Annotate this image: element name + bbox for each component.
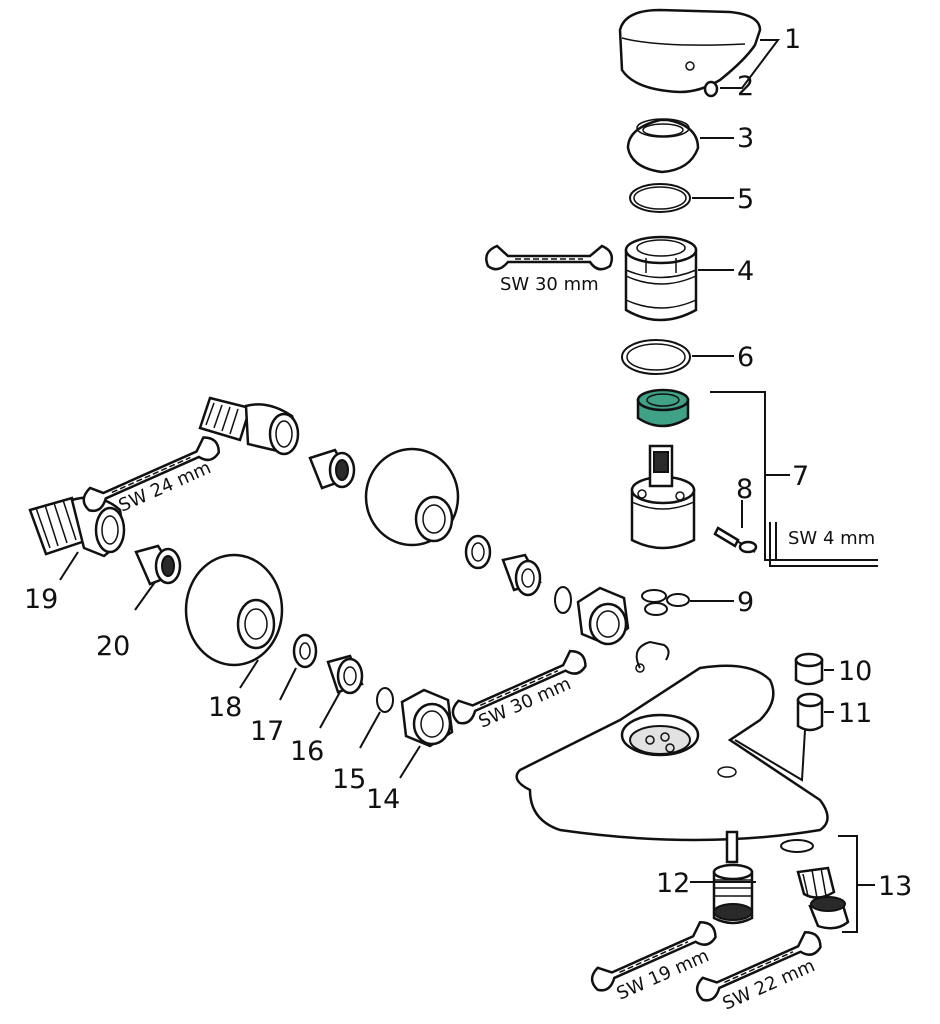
part-6-o-ring — [621, 339, 691, 375]
wrench-label-sw4: SW 4 mm — [788, 528, 875, 549]
part-16-valve — [326, 654, 364, 695]
callout-8: 8 — [736, 474, 753, 505]
part-8-screw — [713, 526, 758, 554]
part-15-o-ring — [376, 687, 394, 713]
callout-10: 10 — [838, 656, 872, 687]
part-3-cover-cap — [626, 118, 700, 174]
callout-3: 3 — [737, 123, 754, 154]
part-12-diverter-cartridge — [712, 830, 754, 925]
callout-5: 5 — [737, 184, 754, 215]
part-20-check-valve — [134, 544, 182, 586]
callout-15: 15 — [332, 764, 366, 795]
open-end-wrench-icon — [590, 920, 717, 992]
upper-check-valve — [308, 448, 356, 490]
callout-20: 20 — [96, 631, 130, 662]
part-11-pin — [796, 692, 824, 732]
upper-valve — [501, 553, 542, 597]
part-1-handle-cap — [618, 8, 762, 94]
part-18-escutcheon — [184, 553, 284, 667]
open-end-wrench-icon — [82, 436, 221, 513]
part-19-eccentric-connector — [28, 496, 126, 558]
callout-6: 6 — [737, 342, 754, 373]
callout-numbers: 1 2 3 5 4 6 7 8 9 10 11 12 13 19 20 18 1… — [24, 24, 912, 902]
upper-eccentric-connector — [198, 396, 300, 456]
retaining-clip — [635, 640, 670, 673]
callout-1: 1 — [784, 24, 801, 55]
open-end-wrench-icon — [451, 649, 587, 725]
wrench-label-sw30-top: SW 30 mm — [500, 274, 599, 295]
callout-19: 19 — [24, 584, 58, 615]
part-13-aerator — [780, 835, 858, 933]
callout-7: 7 — [792, 461, 809, 492]
callout-4: 4 — [737, 256, 754, 287]
part-10-cap — [794, 652, 824, 686]
callout-9: 9 — [737, 587, 754, 618]
callout-2: 2 — [737, 71, 754, 102]
open-end-wrench-icon — [485, 244, 613, 271]
leader-lines — [59, 39, 875, 886]
callout-17: 17 — [250, 716, 284, 747]
callout-11: 11 — [838, 698, 872, 729]
spout-body — [515, 664, 829, 842]
upper-escutcheon — [364, 447, 460, 547]
part-7-cartridge — [630, 388, 696, 550]
part-5-o-ring — [629, 183, 691, 213]
callout-18: 18 — [208, 692, 242, 723]
part-4-threaded-sleeve — [624, 235, 698, 322]
upper-washer — [464, 534, 492, 570]
part-9-seals — [641, 589, 690, 616]
callout-13: 13 — [878, 871, 912, 902]
callout-14: 14 — [366, 784, 400, 815]
upper-o-ring — [554, 586, 572, 614]
open-end-wrench-icon — [695, 930, 822, 1002]
callout-12: 12 — [656, 868, 690, 899]
callout-16: 16 — [290, 736, 324, 767]
part-14-union-nut — [400, 688, 454, 748]
upper-union-nut — [576, 586, 630, 646]
part-17-washer — [292, 633, 318, 669]
part-2-grub-screw — [703, 80, 719, 98]
